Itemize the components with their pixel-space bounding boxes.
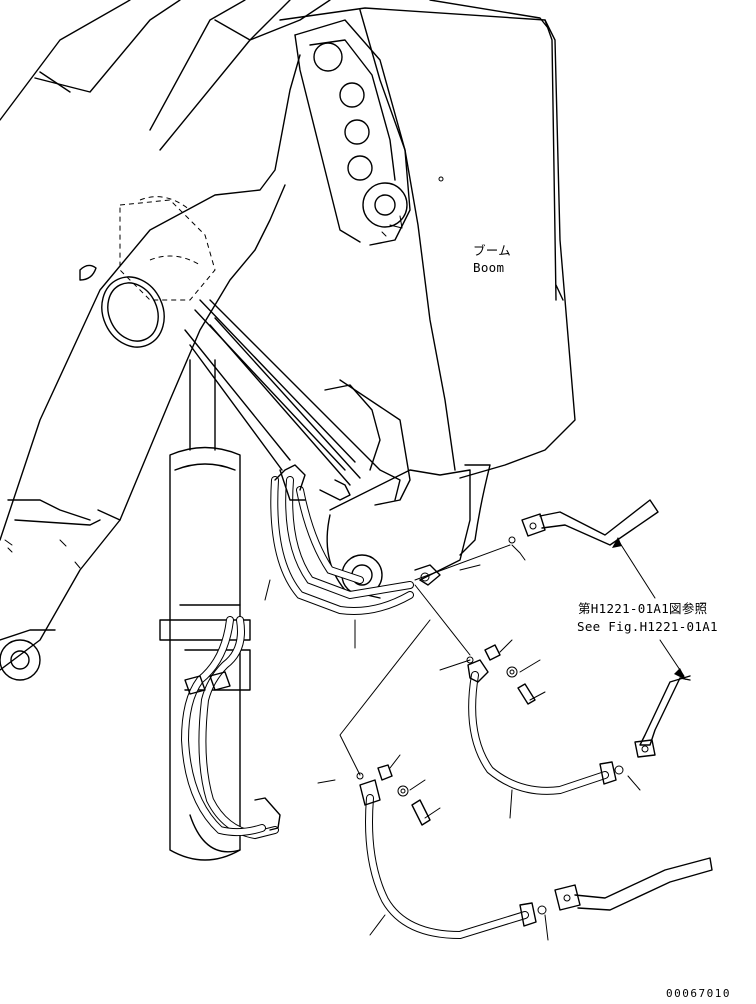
boom: [279, 7, 576, 479]
hose-lower: [356, 754, 549, 941]
see-fig-arrows: [612, 537, 686, 680]
leader-lines: [264, 544, 511, 784]
drawing-number: 00067010: [666, 987, 731, 1000]
cylinder-hoses: [180, 464, 441, 840]
cab-structure: [0, 0, 549, 151]
arm-cylinder: [159, 359, 251, 861]
pipe-upper-right: [508, 499, 659, 561]
arm-piping: [184, 299, 411, 506]
arm: [0, 54, 301, 681]
pipe-lower-right: [614, 675, 691, 791]
pipe-bottom-right: [554, 857, 713, 911]
boom-label-en: Boom: [473, 260, 505, 275]
hose-middle: [466, 639, 617, 819]
boom-linkage: [294, 19, 411, 246]
see-figure-label-jp: 第H1221-01A1図参照: [578, 601, 708, 616]
see-figure-label-en: See Fig.H1221-01A1: [577, 619, 718, 634]
arm-pivot: [101, 196, 216, 348]
boom-label-jp: ブーム: [473, 243, 512, 258]
